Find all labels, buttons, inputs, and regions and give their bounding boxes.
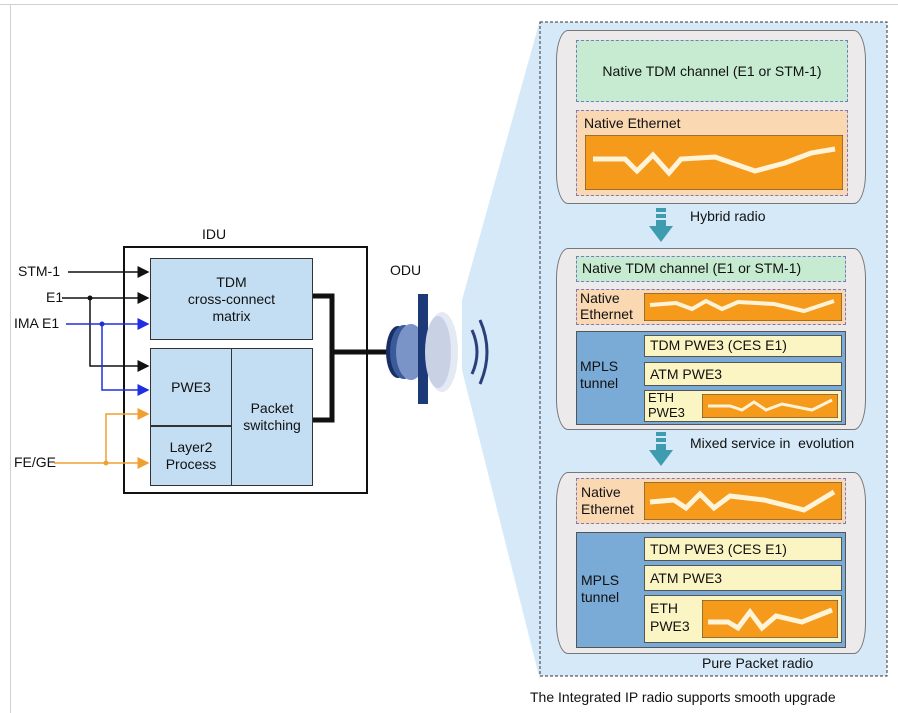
panel2-atm-pwe3-label: ATM PWE3 [650,366,723,382]
panel1-ethernet-label: Native Ethernet [584,115,681,131]
layer2-process-box: Layer2 Process [150,426,232,486]
panel3-eth-traffic [702,600,838,638]
arrow-down-1 [649,208,673,242]
panel3-tdm-pwe3-label: TDM PWE3 (CES E1) [650,541,787,557]
panel2-eth-pwe3-label: ETH PWE3 [648,390,685,420]
packet-switching-box: Packet switching [231,348,313,486]
panel1-traffic [585,135,843,190]
idu-box [123,246,368,494]
ima-e1-label: IMA E1 [14,315,60,331]
idu-title: IDU [202,226,227,242]
left-border [10,4,11,713]
panel3-eth-pwe3-label: ETH PWE3 [650,600,690,634]
arrow-down-2 [649,432,673,466]
odu-title: ODU [390,262,422,278]
odu-antenna [386,294,489,404]
panel2-traffic [644,293,842,321]
mixed-service-label: Mixed service in evolution [690,435,855,451]
top-border [0,4,898,5]
panel3-ethernet-label: Native Ethernet [581,484,634,517]
panel3-traffic [644,482,842,520]
hybrid-radio-label: Hybrid radio [690,208,766,224]
pwe3-box: PWE3 [150,348,232,426]
panel3-mpls-label: MPLS tunnel [581,572,620,605]
e1-label: E1 [46,289,64,305]
caption: The Integrated IP radio supports smooth … [530,689,836,705]
panel2-eth-traffic [702,394,838,418]
panel2-tdm-label: Native TDM channel (E1 or STM-1) [582,260,802,276]
panel2-atm-pwe3 [644,362,842,386]
panel3-atm-pwe3 [644,565,842,591]
panel2-tdm-channel [576,256,846,282]
panel1-tdm-channel: Native TDM channel (E1 or STM-1) [576,40,848,102]
stm1-label: STM-1 [18,263,60,279]
fe-ge-label: FE/GE [14,454,57,470]
panel3-atm-pwe3-label: ATM PWE3 [650,570,723,586]
tdm-cross-connect-box: TDM cross-connect matrix [150,258,313,340]
panel2-ethernet-label: Native Ethernet [580,290,633,322]
panel3-tdm-pwe3 [644,537,842,561]
panel2-mpls-label: MPLS tunnel [580,358,619,391]
panel2-tdm-pwe3-label: TDM PWE3 (CES E1) [650,337,787,353]
panel2-tdm-pwe3 [644,335,842,357]
pure-packet-label: Pure Packet radio [702,655,814,671]
